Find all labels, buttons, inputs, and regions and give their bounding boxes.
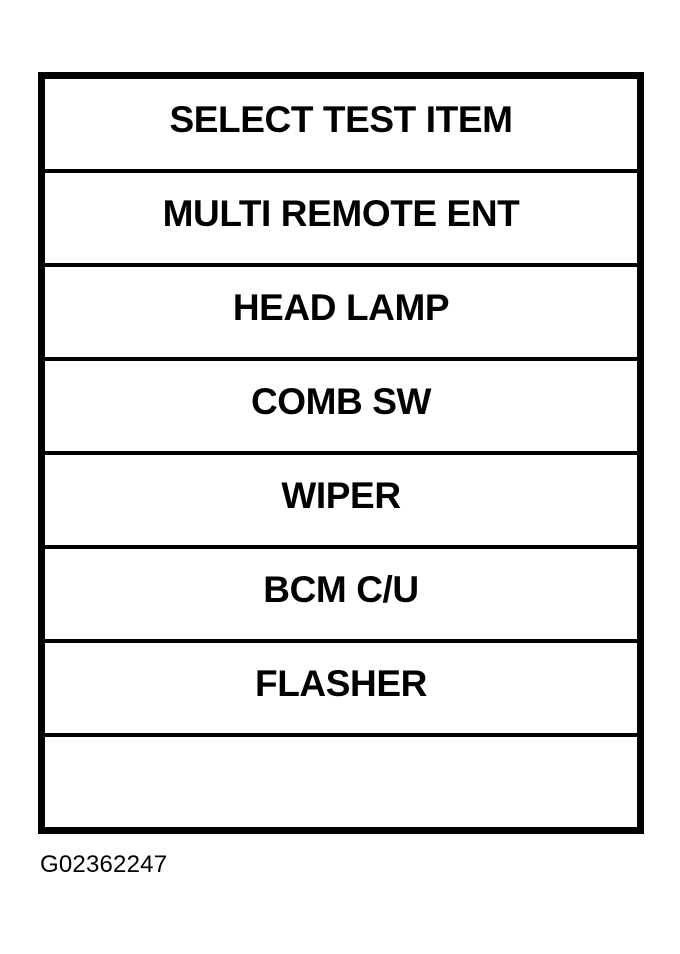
menu-row-multi-remote-ent[interactable]: MULTI REMOTE ENT: [45, 173, 637, 267]
menu-row-flasher[interactable]: FLASHER: [45, 643, 637, 737]
menu-row-head-lamp[interactable]: HEAD LAMP: [45, 267, 637, 361]
menu-item-label-wiper: WIPER: [281, 474, 401, 516]
menu-item-label-comb-sw: COMB SW: [250, 380, 432, 422]
menu-row-empty[interactable]: [45, 737, 637, 827]
menu-row-wiper[interactable]: WIPER: [45, 455, 637, 549]
menu-item-label-bcm-cu: BCM C/U: [263, 568, 419, 610]
menu-item-label-head-lamp: HEAD LAMP: [232, 286, 450, 328]
menu-row-header: SELECT TEST ITEM: [45, 79, 637, 173]
select-test-item-menu: SELECT TEST ITEM MULTI REMOTE ENT HEAD L…: [38, 72, 644, 834]
menu-item-label-multi-remote-ent: MULTI REMOTE ENT: [162, 192, 520, 234]
menu-row-comb-sw[interactable]: COMB SW: [45, 361, 637, 455]
menu-item-label-select-test-item: SELECT TEST ITEM: [169, 98, 513, 140]
menu-item-label-flasher: FLASHER: [255, 662, 427, 704]
figure-caption: G02362247: [40, 851, 168, 878]
menu-row-bcm-cu[interactable]: BCM C/U: [45, 549, 637, 643]
